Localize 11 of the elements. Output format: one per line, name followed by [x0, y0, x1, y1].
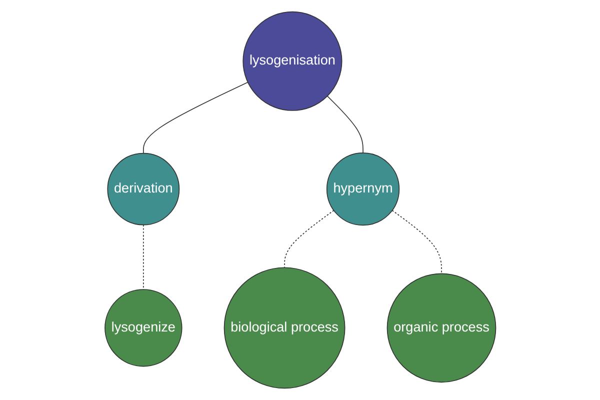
connector — [326, 96, 364, 154]
node-circle: hypernym — [326, 152, 400, 226]
node-circle: biological process — [223, 267, 345, 389]
node-circle: organic process — [386, 273, 496, 383]
connector — [142, 224, 144, 290]
node-circle: derivation — [106, 152, 180, 226]
connector — [391, 210, 442, 274]
connector — [284, 210, 334, 268]
node-circle: lysogenisation — [242, 11, 342, 111]
connector — [142, 82, 248, 154]
node-circle: lysogenize — [104, 289, 182, 367]
